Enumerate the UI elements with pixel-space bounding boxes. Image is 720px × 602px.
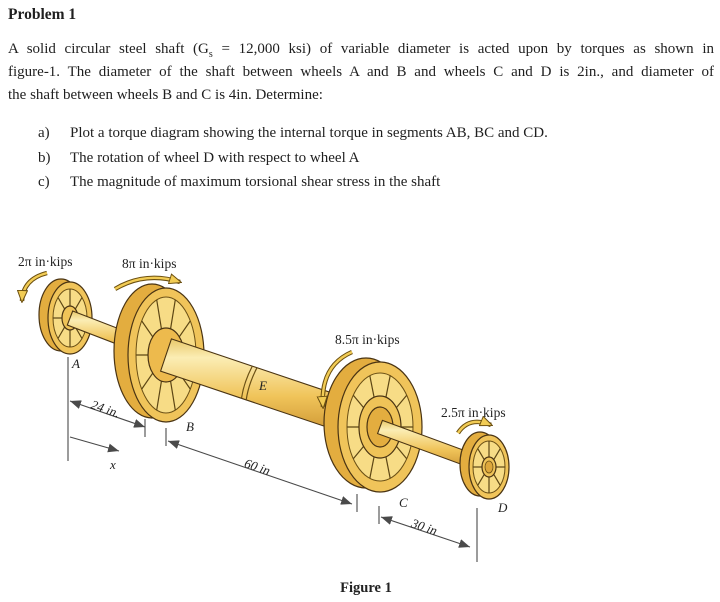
list-item-c: c) The magnitude of maximum torsional she… xyxy=(38,170,714,195)
section-line-e xyxy=(240,365,258,400)
dim-line-30in xyxy=(380,516,471,548)
point-label-e: E xyxy=(258,378,267,393)
wheel-c xyxy=(323,357,423,493)
statement-line-3: the shaft between wheels B and C is 4in.… xyxy=(8,87,323,103)
torque-arrow-c xyxy=(323,349,353,407)
torque-arrow-b xyxy=(113,278,180,291)
wheel-a xyxy=(38,278,93,355)
list-item-b: b) The rotation of wheel D with respect t… xyxy=(38,146,714,171)
list-item-a: a) Plot a torque diagram showing the inte… xyxy=(38,121,714,146)
point-label-d: D xyxy=(497,500,508,515)
dimension-lines xyxy=(67,357,478,562)
statement-line-1-pre: A solid circular steel shaft (G xyxy=(8,41,209,57)
list-marker-b: b) xyxy=(38,149,51,166)
dim-label-24in: 24 in. xyxy=(89,397,122,421)
dim-label-30in: 30 in xyxy=(409,515,440,538)
list-text-b: The rotation of wheel D with respect to … xyxy=(70,149,360,166)
torque-arrow-d xyxy=(456,422,491,435)
figure-caption: Figure 1 xyxy=(340,580,392,596)
problem-title: Problem 1 xyxy=(8,6,77,23)
statement-line-1: A solid circular steel shaft (Gs = 12,00… xyxy=(8,38,714,61)
axis-label-x: x xyxy=(109,457,116,472)
problem-statement: Problem 1 A solid circular steel shaft (… xyxy=(0,0,720,195)
point-label-b: B xyxy=(186,419,194,434)
point-label-a: A xyxy=(71,356,80,371)
torque-label-d: 2.5π in·kips xyxy=(441,405,506,420)
torque-arrow-a xyxy=(22,270,48,301)
list-marker-a: a) xyxy=(38,125,50,141)
dim-label-60in: 60 in xyxy=(243,455,273,478)
torque-label-a: 2π in·kips xyxy=(18,254,72,269)
statement-line-2: figure-1. The diameter of the shaft betw… xyxy=(8,64,714,80)
problem-list: a) Plot a torque diagram showing the inte… xyxy=(8,121,714,195)
list-marker-c: c) xyxy=(38,174,50,190)
dim-line-24in xyxy=(69,400,146,428)
wheel-d xyxy=(459,431,510,500)
statement-line-1-post: = 12,000 ksi) of variable diameter is ac… xyxy=(212,41,714,57)
problem-body: A solid circular steel shaft (Gs = 12,00… xyxy=(8,38,714,107)
g-subscript: s xyxy=(208,49,213,60)
point-label-c: C xyxy=(399,495,408,510)
dim-line-60in xyxy=(167,440,353,505)
axis-arrow-x xyxy=(69,436,120,453)
list-text-a: Plot a torque diagram showing the intern… xyxy=(70,125,548,141)
list-text-c: The magnitude of maximum torsional shear… xyxy=(70,174,441,190)
torque-label-b: 8π in·kips xyxy=(122,256,176,271)
torque-label-c: 8.5π in·kips xyxy=(335,332,400,347)
